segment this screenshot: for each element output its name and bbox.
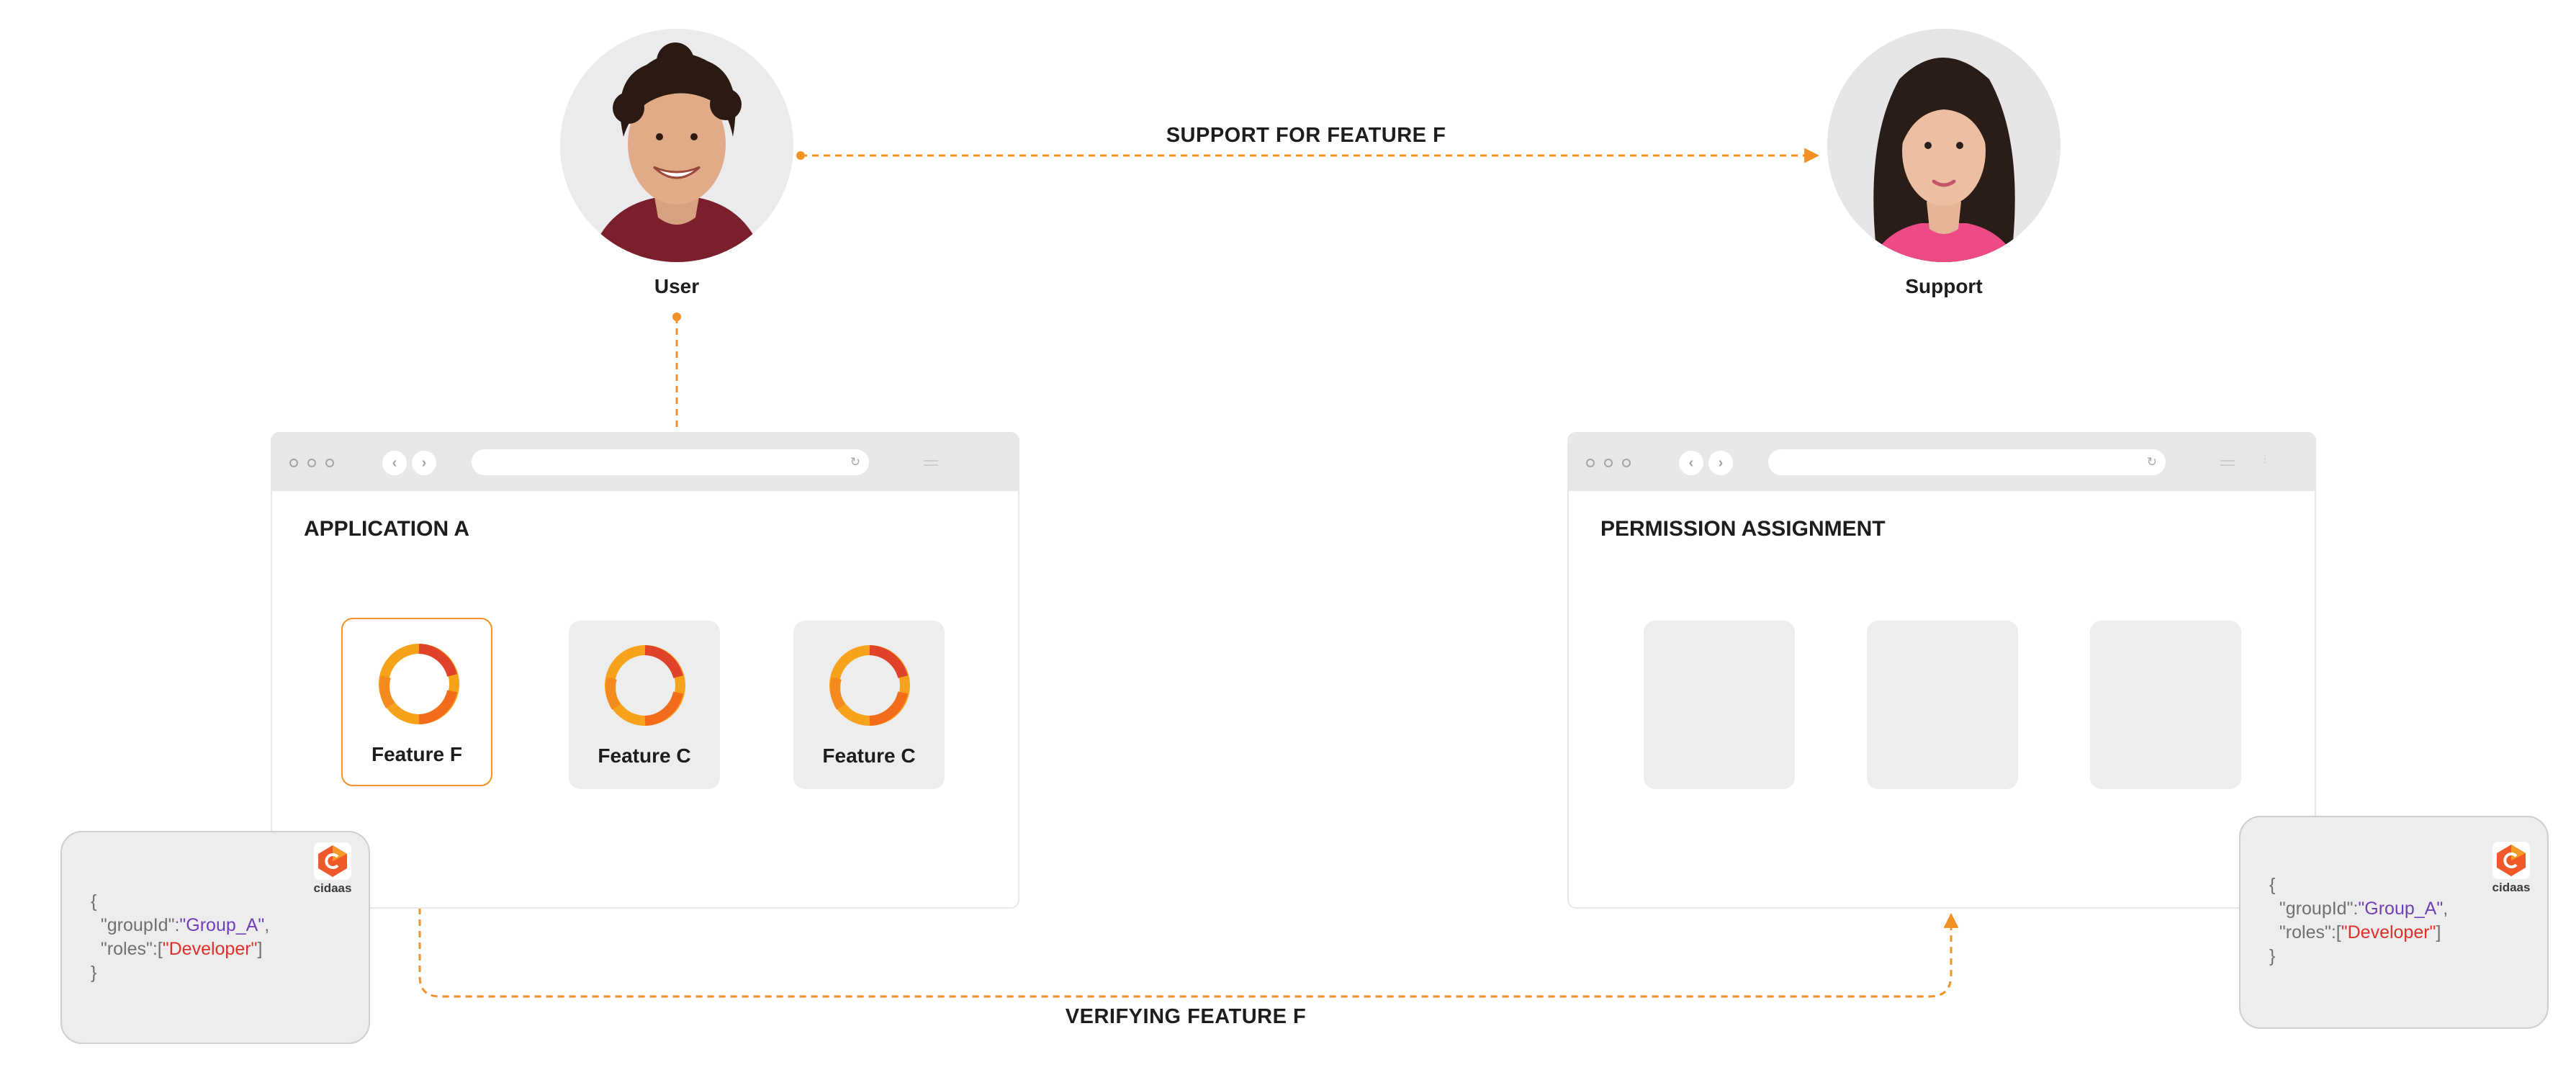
json-roles-close: ] [2436, 922, 2441, 942]
cidaas-logo-icon [314, 842, 351, 880]
feature-card-c[interactable]: Feature C [793, 621, 945, 789]
permission-assignment-title: PERMISSION ASSIGNMENT [1600, 517, 1886, 541]
feature-label: Feature F [371, 743, 463, 765]
window-dot-icon [307, 459, 316, 467]
json-roles-key: "roles":[ [100, 939, 163, 959]
hamburger-menu-icon[interactable] [924, 460, 938, 466]
verify-connector-label: VERIFYING FEATURE F [1065, 1005, 1307, 1028]
json-claims-panel: cidaas { "groupId":"Group_A", "roles":["… [2239, 816, 2549, 1029]
json-code-block: { "groupId":"Group_A", "roles":["Develop… [91, 891, 270, 983]
placeholder-card[interactable] [2090, 621, 2241, 789]
json-claims-panel: cidaas { "groupId":"Group_A", "roles":["… [60, 831, 370, 1044]
json-brace-open: { [2269, 875, 2276, 895]
cidaas-logo-text: cidaas [2492, 881, 2531, 894]
window-dot-icon [325, 459, 334, 467]
json-group-value: "Group_A" [179, 915, 265, 935]
feature-card-f[interactable]: Feature F [341, 618, 492, 786]
cidaas-logo-text: cidaas [313, 881, 352, 895]
application-a-title: APPLICATION A [304, 517, 469, 541]
donut-ring-icon [829, 645, 910, 726]
chevron-right-icon[interactable]: › [1708, 451, 1733, 475]
placeholder-card[interactable] [1867, 621, 2018, 789]
application-a-window: ‹ › ↻ APPLICATION A Feature F Feature C [271, 432, 1019, 909]
permission-assignment-window: ‹ › ↻ ⋮ PERMISSION ASSIGNMENT [1567, 432, 2316, 909]
address-bar[interactable]: ↻ [472, 449, 869, 475]
json-roles-value: "Developer" [162, 939, 258, 959]
chevron-right-icon[interactable]: › [412, 451, 436, 475]
donut-ring-icon [605, 645, 685, 726]
json-brace-close: } [91, 963, 97, 983]
feature-label: Feature C [822, 744, 916, 767]
support-connector-label: SUPPORT FOR FEATURE F [1166, 124, 1446, 147]
support-label: Support [1905, 275, 1983, 297]
json-roles-key: "roles":[ [2279, 922, 2341, 942]
reload-icon[interactable]: ↻ [850, 455, 860, 469]
json-roles-close: ] [257, 939, 263, 959]
json-group-value: "Group_A" [2358, 899, 2444, 919]
support-connector [796, 148, 1820, 163]
hamburger-menu-icon[interactable] [2220, 460, 2235, 466]
json-brace-open: { [91, 891, 97, 912]
cidaas-logo-icon [2492, 842, 2530, 879]
window-dot-icon [289, 459, 298, 467]
user-label: User [654, 275, 700, 297]
feature-card-c[interactable]: Feature C [569, 621, 720, 789]
cidaas-logo: cidaas [2488, 842, 2534, 895]
window-dot-icon [1622, 459, 1631, 467]
user-portrait-icon [560, 29, 793, 262]
feature-label: Feature C [598, 744, 691, 767]
support-avatar [1827, 29, 2061, 262]
chevron-left-icon[interactable]: ‹ [1679, 451, 1703, 475]
support-portrait-icon [1827, 29, 2061, 262]
json-roles-value: "Developer" [2341, 922, 2436, 942]
json-group-key: "groupId": [2279, 899, 2359, 919]
json-group-key: "groupId": [100, 915, 180, 935]
placeholder-card[interactable] [1644, 621, 1795, 789]
user-avatar [560, 29, 793, 262]
donut-ring-icon [379, 644, 459, 724]
kebab-menu-icon[interactable]: ⋮ [2260, 453, 2270, 464]
json-code-block: { "groupId":"Group_A", "roles":["Develop… [2269, 875, 2449, 966]
json-brace-close: } [2269, 946, 2276, 966]
window-dot-icon [1586, 459, 1595, 467]
reload-icon[interactable]: ↻ [2146, 455, 2157, 469]
chevron-left-icon[interactable]: ‹ [382, 451, 407, 475]
browser-toolbar: ‹ › ↻ [272, 433, 1018, 491]
address-bar[interactable]: ↻ [1768, 449, 2166, 475]
window-dot-icon [1604, 459, 1613, 467]
browser-toolbar: ‹ › ↻ ⋮ [1569, 433, 2315, 491]
cidaas-logo: cidaas [310, 842, 356, 896]
